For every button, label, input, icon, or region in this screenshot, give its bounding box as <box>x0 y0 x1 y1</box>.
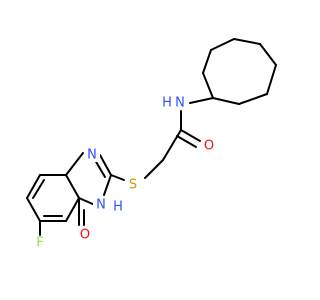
sulfur-label: S <box>129 178 137 193</box>
atom-labels: N H O S N N H O F <box>33 94 217 252</box>
bond <box>259 43 277 66</box>
bonds <box>26 38 277 236</box>
bond <box>103 174 112 196</box>
bond <box>94 159 106 178</box>
bond <box>202 72 214 99</box>
label-backdrop <box>84 146 100 162</box>
bond <box>26 174 41 199</box>
bond <box>162 129 182 161</box>
bond <box>26 197 41 222</box>
label-backdrop <box>33 236 47 252</box>
carbonyl-oxygen-label: O <box>204 139 214 154</box>
bond <box>202 49 212 74</box>
label-backdrop <box>76 228 92 244</box>
ring-nitrogen-3-hydrogen-label: H <box>113 200 123 215</box>
ring-nitrogen-1-label: N <box>87 148 97 163</box>
molecule-structure: N H O S N N H O F <box>26 38 277 252</box>
amide-hydrogen-label: H <box>162 96 172 111</box>
bond <box>180 129 201 142</box>
label-backdrop <box>93 197 109 213</box>
bond <box>238 93 268 105</box>
ring-nitrogen-3-label: N <box>96 198 106 213</box>
bond <box>176 135 197 148</box>
bond <box>266 64 277 95</box>
bond <box>32 179 45 199</box>
bond <box>212 97 240 105</box>
bond <box>110 174 125 181</box>
bond <box>78 197 96 206</box>
label-backdrop <box>172 94 188 110</box>
bond <box>189 97 214 104</box>
bond <box>210 38 235 51</box>
bond <box>65 174 80 199</box>
label-backdrop <box>201 138 217 154</box>
amide-nitrogen-label: N <box>175 96 185 111</box>
bond <box>144 159 164 179</box>
bond <box>65 152 84 176</box>
bond <box>99 154 112 176</box>
bond <box>233 38 261 45</box>
bond <box>65 197 80 222</box>
fluorine-label: F <box>36 236 43 251</box>
label-backdrop <box>126 177 140 193</box>
keto-oxygen-label: O <box>80 228 90 243</box>
